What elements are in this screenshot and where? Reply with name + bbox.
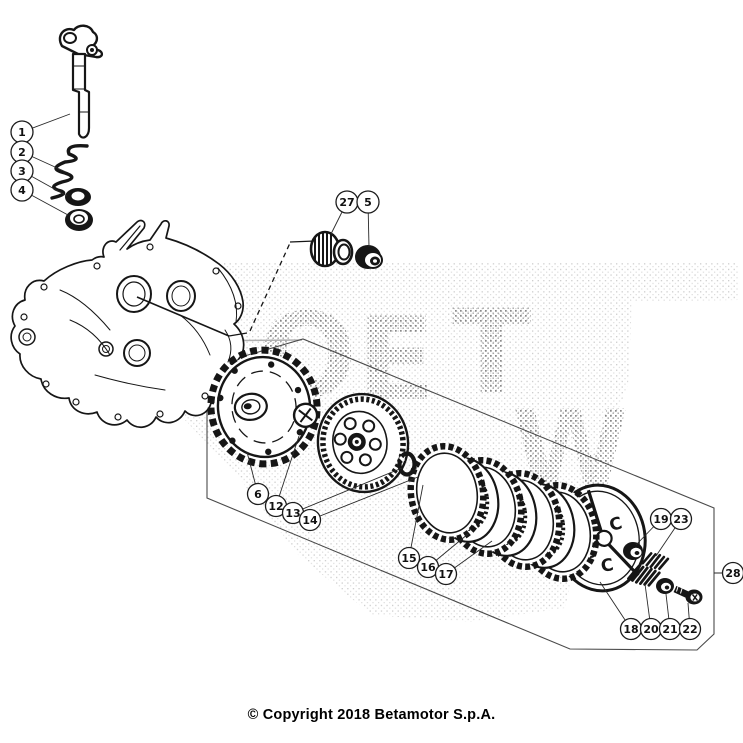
callout-leader-line: [309, 476, 419, 521]
watermark-letter: T: [452, 285, 531, 420]
callout-number: 19: [653, 513, 668, 526]
callout-circle: [246, 482, 270, 506]
part-seal-ring: [65, 209, 93, 231]
assembly-panel-outline: [206, 338, 715, 651]
part-clutch-basket: [207, 346, 321, 468]
callout-circle: [10, 178, 34, 202]
pressure-plate-cast-mark: C: [599, 555, 615, 577]
copyright-text: © Copyright 2018 Betamotor S.p.A.: [247, 707, 496, 723]
callout-leader-line: [275, 435, 300, 507]
callout-21[interactable]: 21: [658, 593, 682, 641]
callout-circle: [678, 617, 702, 641]
callout-number: 22: [682, 623, 697, 636]
callout-number: 16: [420, 561, 436, 574]
callout-circle: [434, 562, 458, 586]
callout-leader-line: [408, 484, 424, 559]
callout-number: 13: [285, 507, 300, 520]
crankcase-drawing: [10, 219, 245, 428]
callout-circle: [298, 508, 322, 532]
callout-number: 12: [268, 500, 283, 513]
part-return-spring: [50, 143, 89, 200]
callout-12[interactable]: 12: [264, 435, 300, 518]
part-washer: [65, 188, 91, 206]
part-spring-washer: [656, 578, 674, 594]
callout-number: 21: [662, 623, 677, 636]
callout-number: 4: [18, 184, 26, 197]
callout-16[interactable]: 16: [416, 533, 469, 579]
callout-number: 15: [401, 552, 416, 565]
part-spring-bolt: [673, 585, 703, 605]
callout-18[interactable]: 18: [599, 581, 643, 641]
callout-22[interactable]: 22: [678, 602, 702, 641]
callout-5[interactable]: 5: [356, 190, 380, 248]
watermark-dot-field: [185, 262, 738, 622]
callout-circle: [397, 546, 421, 570]
part-hub-nut: [623, 542, 643, 560]
callout-number: 6: [254, 488, 262, 501]
callout-19[interactable]: 19: [635, 507, 673, 546]
part-clutch-lever-shaft: [58, 24, 104, 139]
callout-17[interactable]: 17: [434, 540, 493, 586]
callout-15[interactable]: 15: [397, 484, 424, 570]
part-clutch-spring-small: [641, 552, 670, 571]
callout-number: 20: [643, 623, 659, 636]
callout-number: 28: [725, 567, 740, 580]
part-clutch-spring-large: [627, 564, 661, 587]
callout-number: 23: [673, 513, 688, 526]
part-clutch-hub: [316, 392, 410, 494]
callout-number: 2: [18, 146, 26, 159]
callout-4[interactable]: 4: [10, 178, 69, 216]
callout-circle: [669, 507, 693, 531]
callout-14[interactable]: 14: [298, 476, 419, 532]
callout-number: 14: [302, 514, 318, 527]
callout-number: 27: [339, 196, 354, 209]
pressure-plate-cast-mark: C: [607, 513, 624, 535]
callout-number: 1: [18, 126, 26, 139]
part-flanged-nut: [355, 245, 383, 269]
callout-leader-line: [292, 467, 403, 514]
callout-23[interactable]: 23: [655, 507, 693, 557]
callout-number: 3: [18, 165, 26, 178]
part-clutch-plate-stack: [407, 442, 600, 583]
callout-13[interactable]: 13: [281, 467, 403, 525]
callout-circle: [721, 561, 743, 585]
callout-1[interactable]: 1: [10, 113, 71, 144]
axis-leader-lines: [136, 240, 316, 337]
callout-28[interactable]: 28: [714, 561, 743, 585]
callout-number: 18: [623, 623, 638, 636]
part-pinion-gear: [309, 230, 354, 268]
callout-circle: [356, 190, 380, 214]
callout-20[interactable]: 20: [639, 583, 663, 641]
callout-number: 17: [438, 568, 453, 581]
callout-6[interactable]: 6: [246, 451, 270, 506]
callout-27[interactable]: 27: [330, 190, 359, 235]
callout-number: 5: [364, 196, 372, 209]
